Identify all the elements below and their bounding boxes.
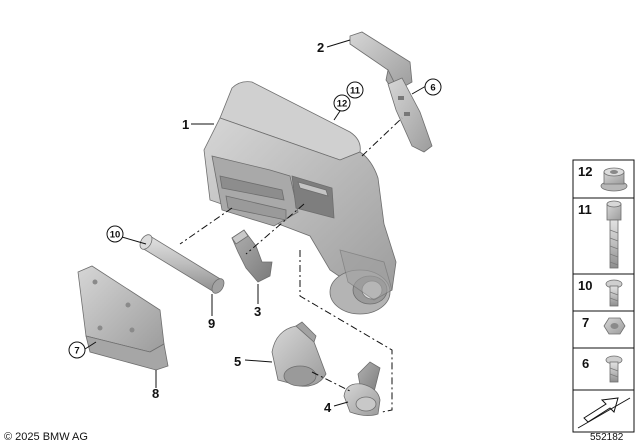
part-10-rod [139,234,225,294]
sidebar-label-6: 6 [582,356,589,371]
callout-4: 4 [324,400,332,415]
callout-2: 2 [317,40,324,55]
part-4-lever [343,361,381,416]
callout-12: 12 [337,99,348,110]
part-8-pad [77,265,169,371]
diagram-id: 552182 [590,432,624,443]
part-3-clip [231,229,273,283]
callout-8: 8 [152,386,159,401]
callout-6: 6 [430,83,435,94]
part-6-bracket [387,77,433,153]
copyright-text: © 2025 BMW AG [4,431,88,443]
callout-11: 11 [350,86,361,97]
flange-nut-icon [600,167,628,192]
callout-5: 5 [234,354,241,369]
socket-bolt-icon [606,200,622,269]
callout-7: 7 [74,346,79,357]
sidebar-label-10: 10 [578,278,592,293]
sidebar-label-11: 11 [578,202,592,217]
sidebar-label-7: 7 [582,315,589,330]
fastener-sidebar: 12 11 10 7 6 [572,159,635,433]
callout-1: 1 [182,117,189,132]
direction-arrow-icon [577,397,631,429]
screw-icon-6 [605,355,623,383]
part-1-control-unit [203,81,397,315]
sidebar-label-12: 12 [578,164,592,179]
screw-icon-10 [605,279,623,307]
callout-9: 9 [208,316,215,331]
assembly-lines [179,117,403,413]
callout-10: 10 [110,230,121,241]
hex-nut-icon [603,317,626,335]
callout-labels: 1 2 3 4 5 8 9 11 12 6 10 7 [68,40,442,415]
part-5-sleeve [271,321,327,387]
callout-3: 3 [254,304,261,319]
